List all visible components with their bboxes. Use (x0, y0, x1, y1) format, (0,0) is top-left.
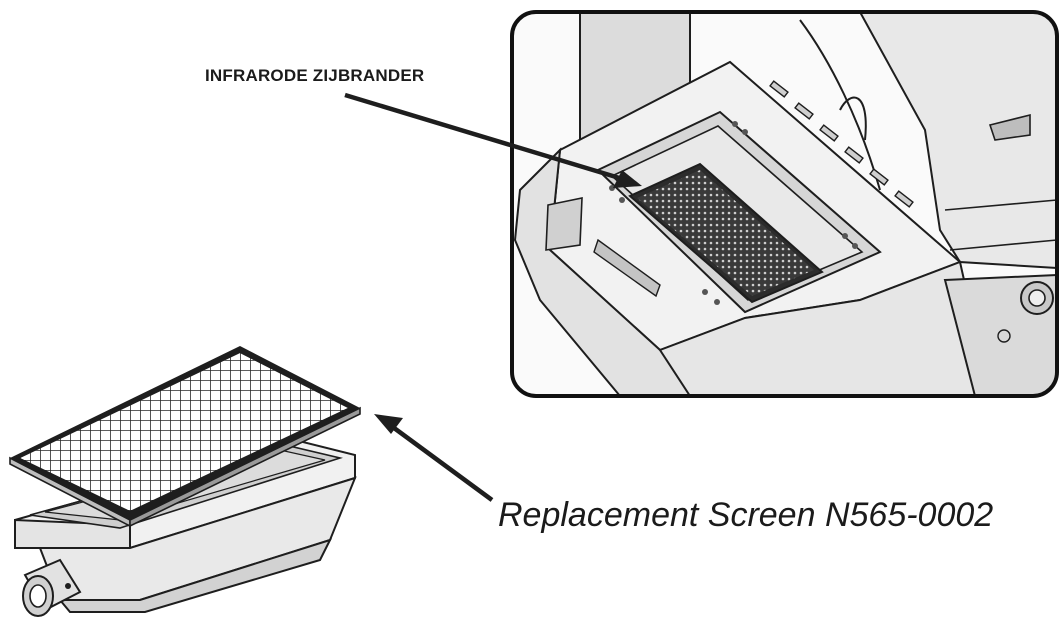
replacement-screen-label: Replacement Screen N565-0002 (498, 496, 994, 534)
arrow-to-side-burner (344, 92, 642, 188)
side-burner-label: INFRARODE ZIJBRANDER (205, 66, 425, 85)
grill-illustration (512, 12, 1057, 396)
arrow-to-screen (374, 414, 494, 502)
inset-frame (510, 10, 1059, 398)
grill-inset (510, 10, 1059, 398)
burner-illustration (9, 346, 361, 617)
